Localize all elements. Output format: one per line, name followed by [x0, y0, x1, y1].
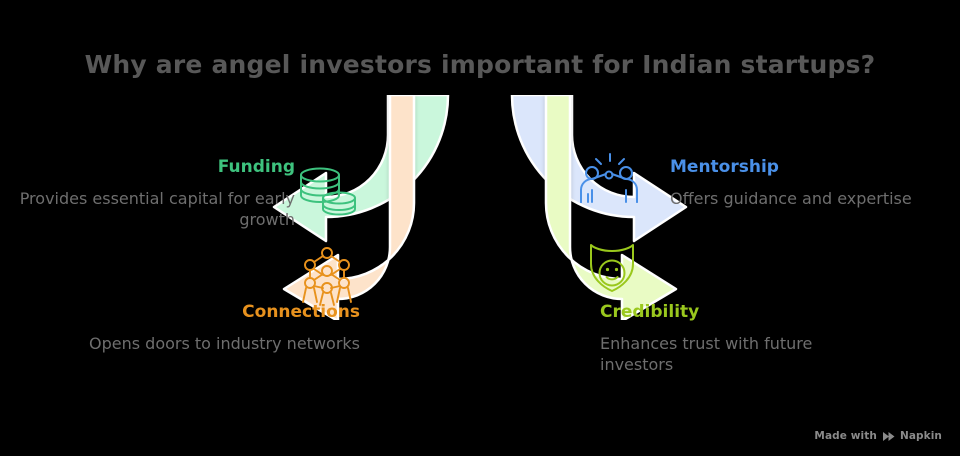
napkin-watermark: Made with Napkin — [814, 430, 942, 442]
coins-stack-icon — [300, 167, 356, 216]
node-mentorship-title: Mentorship — [670, 157, 779, 177]
node-funding-title: Funding — [217, 157, 295, 177]
people-highfive-icon — [580, 153, 638, 203]
node-mentorship: Mentorship Offers guidance and expertise — [670, 158, 950, 209]
arrow-connections — [282, 95, 416, 320]
network-nodes-icon — [302, 247, 352, 306]
watermark-prefix: Made with — [814, 430, 877, 442]
node-funding-description: Provides essential capital for early gro… — [19, 188, 295, 230]
arrow-credibility-shape — [544, 95, 678, 320]
node-connections-title: Connections — [242, 302, 360, 322]
page-title: Why are angel investors important for In… — [84, 50, 876, 79]
arrow-funding-shape — [272, 95, 450, 243]
shield-smiley-icon — [590, 244, 634, 292]
node-credibility-description: Enhances trust with future investors — [600, 333, 813, 375]
napkin-logo-icon — [882, 431, 895, 442]
arrow-connections-shape — [282, 95, 416, 320]
node-connections-description: Opens doors to industry networks — [89, 333, 360, 353]
arrow-mentorship — [510, 95, 688, 243]
node-mentorship-description: Offers guidance and expertise — [670, 188, 912, 208]
arrow-mentorship-shape — [510, 95, 688, 243]
node-funding: Funding Provides essential capital for e… — [10, 158, 295, 231]
arrow-credibility — [544, 95, 678, 320]
node-credibility: Credibility Enhances trust with future i… — [600, 303, 890, 376]
arrow-diagram — [272, 95, 688, 320]
arrow-funding — [272, 95, 450, 243]
node-credibility-title: Credibility — [600, 302, 700, 322]
watermark-brand: Napkin — [899, 430, 942, 442]
node-connections: Connections Opens doors to industry netw… — [85, 303, 360, 354]
